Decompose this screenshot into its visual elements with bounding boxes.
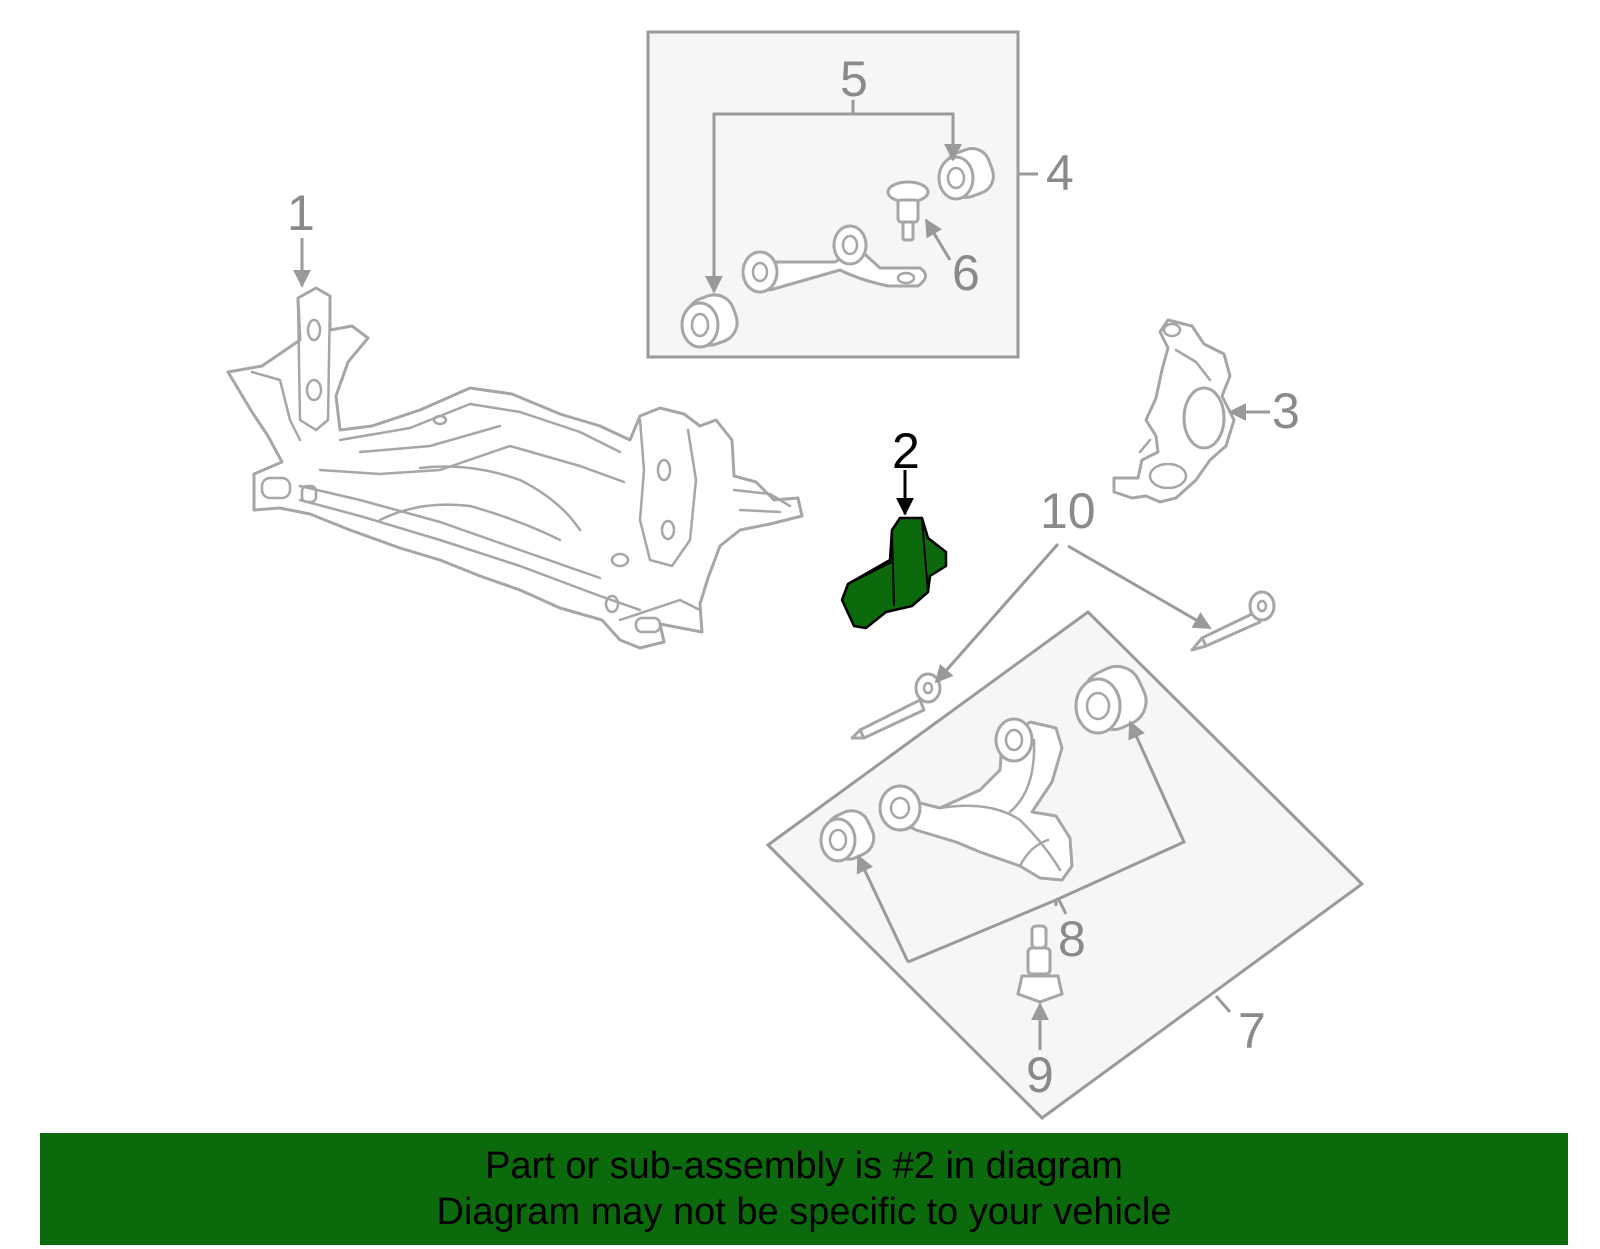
banner-line-1: Part or sub-assembly is #2 in diagram — [485, 1145, 1123, 1187]
callout-7: 7 — [1238, 1003, 1266, 1059]
upper-control-arm[interactable] — [741, 224, 927, 294]
lower-control-arm-box[interactable] — [765, 610, 1365, 1120]
upper-control-arm-box[interactable] — [646, 30, 1038, 359]
upper-arm-bushing-left[interactable] — [680, 289, 743, 351]
lower-ball-joint[interactable] — [1016, 924, 1064, 1004]
upper-ball-joint[interactable] — [886, 180, 930, 242]
lower-arm-bushing-rear[interactable] — [1074, 659, 1154, 738]
bolt-left[interactable] — [850, 672, 942, 740]
callout-3: 3 — [1272, 383, 1300, 439]
info-banner: Part or sub-assembly is #2 in diagram Di… — [40, 1133, 1568, 1245]
callout-2: 2 — [892, 423, 920, 479]
callout-1: 1 — [287, 185, 315, 241]
steering-knuckle[interactable] — [1112, 318, 1236, 504]
callout-10: 10 — [1040, 483, 1096, 539]
lower-control-arm[interactable] — [878, 717, 1074, 882]
banner-line-2: Diagram may not be specific to your vehi… — [436, 1191, 1172, 1233]
callout-5: 5 — [840, 51, 868, 107]
callout-4: 4 — [1046, 145, 1074, 201]
highlighted-part-2[interactable] — [840, 516, 948, 630]
lower-arm-bushing-front[interactable] — [819, 805, 879, 865]
bolt-right[interactable] — [1190, 590, 1276, 652]
callout-8: 8 — [1058, 911, 1086, 967]
front-subframe[interactable] — [226, 286, 804, 650]
callout-6: 6 — [952, 245, 980, 301]
callout-9: 9 — [1026, 1047, 1054, 1103]
